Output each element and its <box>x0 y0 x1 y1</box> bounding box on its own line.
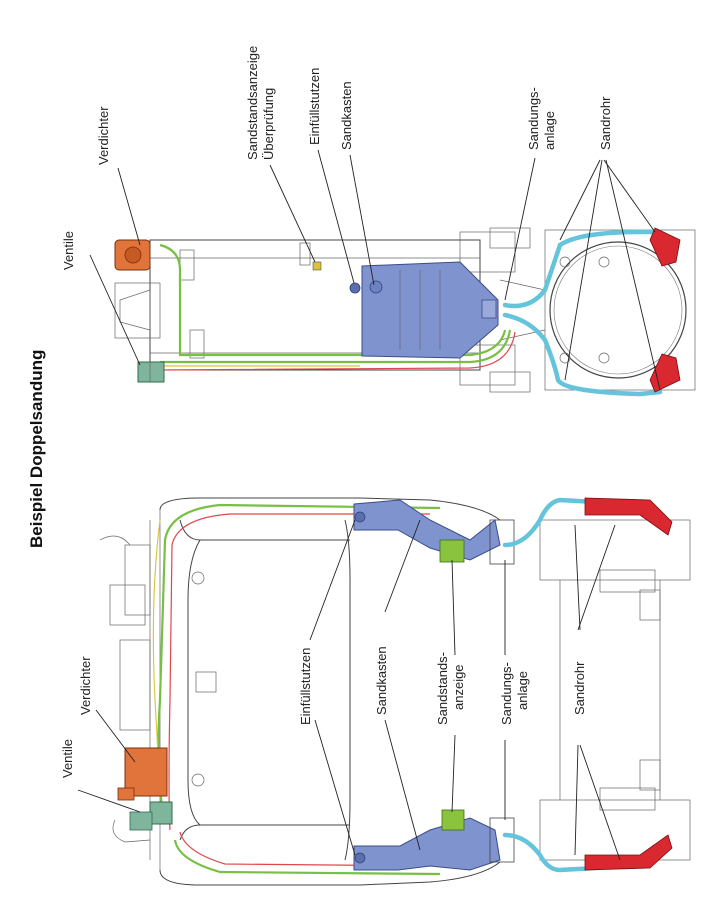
label-ventile-top: Ventile <box>61 231 76 270</box>
top-view: Ventile Verdichter Sandstandsanzeige Übe… <box>61 46 696 397</box>
top-air-lines <box>159 243 516 371</box>
bottom-frame <box>99 497 691 886</box>
label-sandrohr-bottom: Sandrohr <box>572 661 587 715</box>
label-sandkasten-bottom: Sandkasten <box>374 646 389 715</box>
label-sandrohr-top: Sandrohr <box>598 96 613 150</box>
label-verdichter-top: Verdichter <box>96 106 111 165</box>
bottom-sandstandsanzeige <box>439 539 465 831</box>
label-sandkasten-top: Sandkasten <box>339 81 354 150</box>
top-sandstandsanzeige <box>312 261 322 271</box>
label-sandungsanlage-bottom-1: Sandungs- <box>499 662 514 725</box>
top-sandrohr <box>502 229 663 397</box>
label-verdichter-bottom: Verdichter <box>78 656 93 715</box>
bottom-verdichter <box>117 747 168 801</box>
label-sandstandsanzeige-top-1: Sandstandsanzeige <box>245 46 260 160</box>
bottom-ventile <box>112 801 173 843</box>
top-ventile <box>137 361 165 383</box>
label-sandstandsanzeige-bottom-2: anzeige <box>451 664 466 710</box>
bottom-sandrohr <box>502 497 653 873</box>
label-ventile-bottom: Ventile <box>60 739 75 778</box>
bottom-view: Ventile Verdichter Einfüllstutzen Sandka… <box>60 497 691 886</box>
top-verdichter <box>114 239 151 271</box>
label-sandstandsanzeige-bottom-1: Sandstands- <box>435 652 450 725</box>
label-sandungsanlage-bottom-2: anlage <box>515 671 530 710</box>
top-wheel-guards <box>649 227 681 393</box>
top-leader-lines <box>89 149 661 391</box>
top-sandkasten <box>349 261 499 359</box>
label-sandstandsanzeige-top-2: Überprüfung <box>261 88 276 160</box>
bottom-sandkasten-lower <box>353 817 501 871</box>
bottom-wheel-guards <box>584 497 673 871</box>
page-title: Beispiel Doppelsandung <box>27 350 46 548</box>
label-einfuellstutzen-bottom: Einfüllstutzen <box>298 648 313 725</box>
label-sandungsanlage-top-2: anlage <box>542 111 557 150</box>
label-einfuellstutzen-top: Einfüllstutzen <box>307 68 322 145</box>
bottom-leader-lines <box>77 519 621 861</box>
top-wheel <box>544 229 696 391</box>
label-sandungsanlage-top-1: Sandungs- <box>526 87 541 150</box>
